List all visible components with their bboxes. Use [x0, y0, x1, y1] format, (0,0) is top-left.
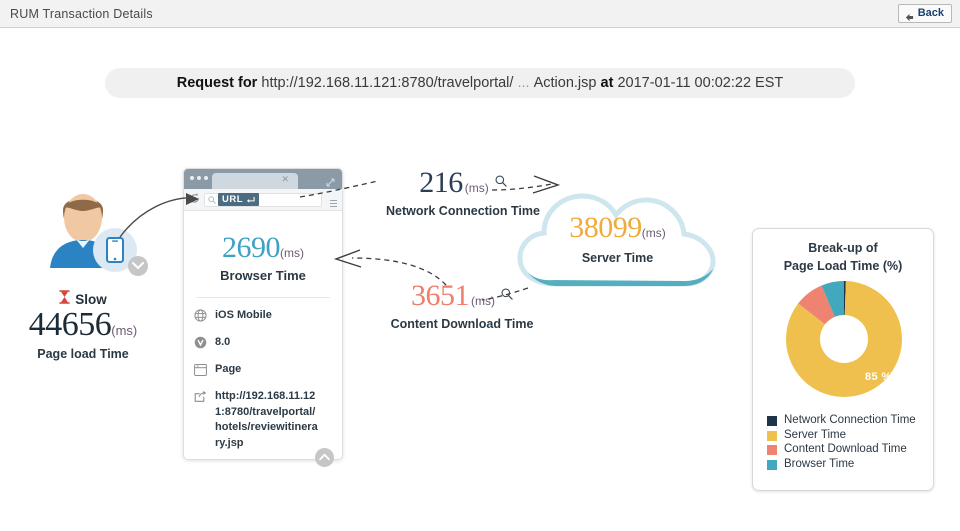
magnifier-icon[interactable]: [495, 174, 507, 192]
chart-title: Break-up of Page Load Time (%): [753, 239, 933, 275]
server-caption: Server Time: [581, 251, 654, 265]
request-ellipsis: ...: [517, 75, 530, 91]
legend-label: Browser Time: [784, 457, 855, 470]
legend-swatch-server: [767, 430, 777, 441]
list-item: 8.0: [194, 335, 342, 354]
chevron-up-icon: [319, 453, 330, 461]
legend-item[interactable]: Network Connection Time: [767, 415, 933, 427]
network-caption: Network Connection Time: [386, 204, 540, 218]
page-title: RUM Transaction Details: [10, 7, 153, 21]
page-load-unit: (ms): [111, 323, 138, 338]
request-at: at: [600, 75, 614, 91]
external-link-icon: [194, 389, 208, 408]
back-button-label: Back: [917, 7, 944, 19]
browser-collapse-button[interactable]: [315, 448, 334, 467]
server-value-row: 38099(ms): [510, 213, 725, 243]
server-unit: (ms): [641, 226, 666, 240]
magnifier-icon[interactable]: [501, 287, 513, 305]
request-timestamp: 2017-01-11 00:02:22 EST: [617, 75, 784, 91]
enter-arrow-icon: [246, 196, 255, 203]
legend-item[interactable]: Content Download Time: [767, 444, 933, 456]
close-icon[interactable]: ✕: [281, 174, 289, 184]
network-unit: (ms): [464, 181, 489, 195]
download-value: 3651: [411, 279, 470, 312]
server-time-cloud: 38099(ms) Server Time: [510, 180, 725, 295]
list-item-label: Page: [215, 363, 242, 375]
server-value: 38099: [569, 211, 642, 244]
donut-slice-label: 85 %: [865, 371, 892, 384]
donut-svg: [786, 281, 902, 398]
content-download-metric: 3651(ms) Content Download Time: [372, 281, 552, 333]
legend-label: Network Connection Time: [784, 414, 916, 427]
page-load-value-row: 44656(ms): [8, 307, 158, 343]
browser-address-bar: URL: [184, 189, 342, 211]
avatar-wrapper: [8, 178, 158, 288]
browser-time-value-row: 2690(ms): [184, 233, 342, 263]
cloud-shape: [517, 193, 716, 287]
device-expand-button[interactable]: [128, 256, 148, 276]
browser-time-value: 2690: [222, 231, 281, 264]
page-load-value: 44656: [28, 306, 112, 343]
top-bar: RUM Transaction Details Back: [0, 0, 960, 28]
request-summary-bar: Request for http://192.168.11.121:8780/t…: [105, 68, 855, 98]
status-badge: Slow: [8, 290, 158, 309]
legend-swatch-network: [767, 416, 777, 426]
server-time-text: 38099(ms) Server Time: [510, 213, 725, 266]
legend-swatch-download: [767, 445, 777, 455]
search-icon: [208, 191, 216, 209]
browser-time-unit: (ms): [280, 246, 304, 260]
legend-swatch-browser: [767, 459, 777, 470]
back-button[interactable]: Back: [897, 4, 952, 23]
url-badge-label: URL: [222, 194, 244, 205]
user-summary: Slow 44656(ms) Page load Time: [8, 178, 158, 361]
network-value-row: 216(ms): [378, 168, 548, 198]
globe-icon: [194, 308, 208, 327]
browser-url-input[interactable]: URL: [204, 191, 322, 209]
download-value-row: 3651(ms): [372, 281, 552, 311]
version-badge-icon: [194, 335, 208, 354]
browser-details-list: iOS Mobile 8.0 Page http://192.168.11.12…: [194, 308, 342, 451]
legend-label: Server Time: [784, 428, 846, 441]
browser-time-caption: Browser Time: [220, 268, 306, 283]
browser-tab[interactable]: ✕: [212, 173, 298, 189]
page-load-breakup-panel: Break-up of Page Load Time (%) 85 % Netw…: [752, 228, 934, 491]
list-item: iOS Mobile: [194, 308, 342, 327]
donut-chart: 85 %: [753, 279, 935, 411]
network-value: 216: [419, 166, 463, 199]
mobile-phone-icon: [106, 237, 124, 263]
hourglass-icon: [59, 290, 71, 309]
chart-title-line1: Break-up of: [808, 241, 878, 255]
legend-item[interactable]: Server Time: [767, 428, 933, 442]
legend-item[interactable]: Browser Time: [767, 457, 933, 471]
chevron-down-icon: [132, 262, 144, 270]
left-arrow-icon: [905, 9, 914, 22]
request-url: http://192.168.11.121:8780/travelportal/: [261, 75, 514, 91]
browser-card: ✕ URL 2690(ms) Browser Time: [183, 168, 343, 467]
reload-icon[interactable]: [189, 191, 200, 209]
page-window-icon: [194, 362, 208, 381]
list-item-label: 8.0: [215, 336, 231, 348]
list-item: Page: [194, 362, 342, 381]
hamburger-menu-icon[interactable]: [329, 195, 338, 213]
list-item: http://192.168.11.121:8780/travelportal/…: [194, 389, 342, 451]
url-badge: URL: [218, 193, 260, 206]
download-caption: Content Download Time: [390, 317, 534, 331]
page-load-caption: Page load Time: [37, 346, 129, 361]
chart-title-line2: Page Load Time (%): [783, 259, 903, 274]
divider: [196, 297, 330, 298]
list-item-label: iOS Mobile: [215, 309, 272, 321]
request-url-tail: Action.jsp: [533, 75, 597, 91]
expand-icon[interactable]: [326, 174, 335, 189]
status-label: Slow: [75, 292, 107, 307]
legend-label: Content Download Time: [784, 443, 907, 456]
window-dots-icon: [190, 176, 208, 180]
request-prefix: Request for: [176, 75, 258, 91]
browser-chrome: ✕: [184, 169, 342, 189]
network-connection-metric: 216(ms) Network Connection Time: [378, 168, 548, 220]
chart-legend: Network Connection Time Server Time Cont…: [767, 415, 933, 470]
list-item-url[interactable]: http://192.168.11.121:8780/travelportal/…: [215, 390, 318, 449]
download-unit: (ms): [471, 294, 495, 308]
